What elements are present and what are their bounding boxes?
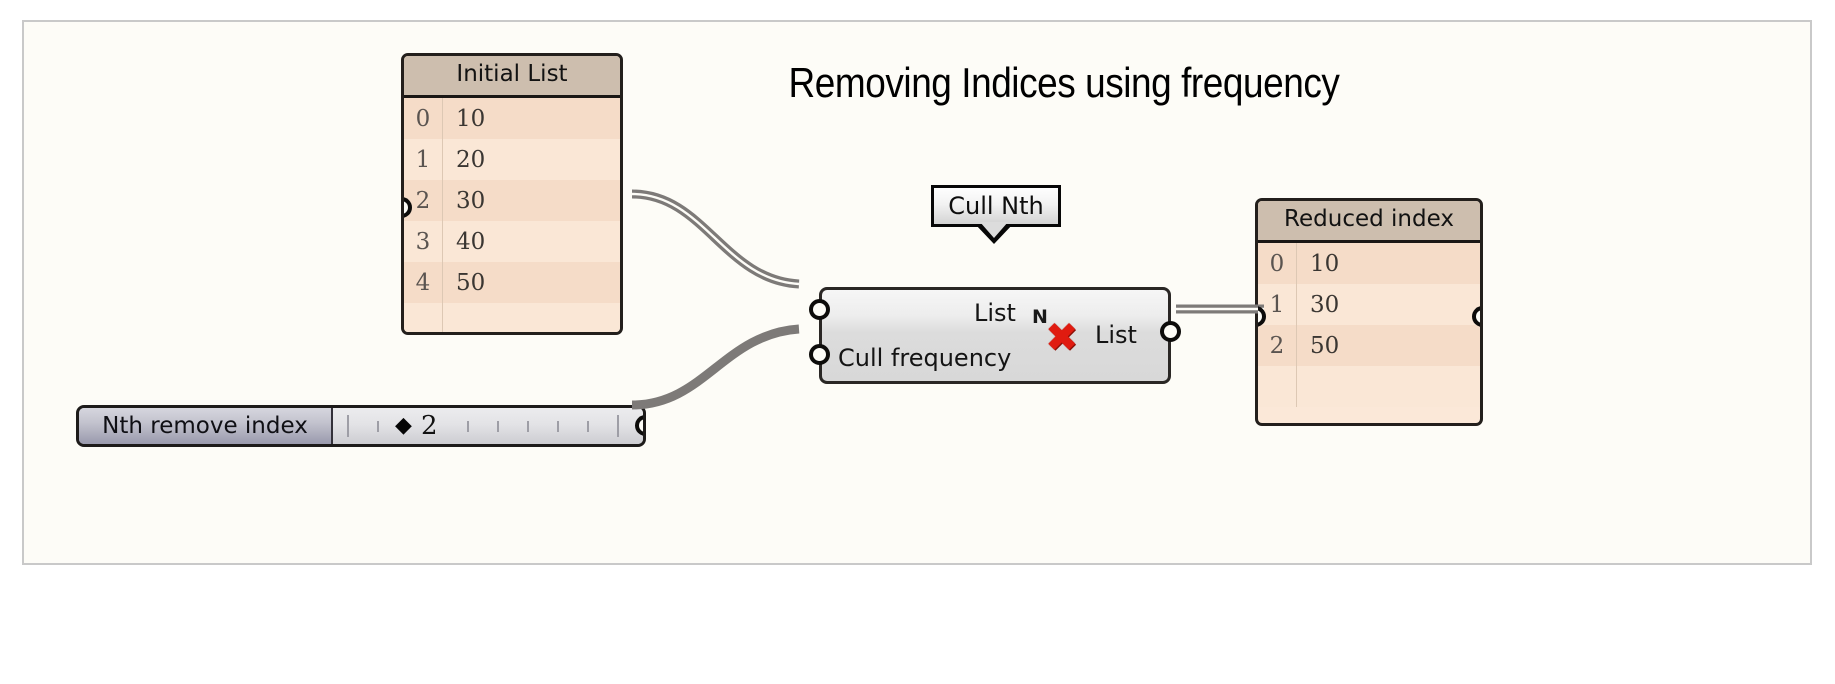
port-reduced-index-output[interactable]	[1472, 306, 1480, 327]
slider-tick	[617, 415, 619, 437]
port-cull-output-list[interactable]	[1160, 321, 1181, 342]
row-value: 40	[456, 228, 486, 255]
list-item: 0 10	[1258, 243, 1480, 284]
row-index: 2	[1269, 332, 1285, 359]
panel-reduced-index-body: 0 10 1 30 2 50	[1258, 243, 1480, 407]
number-slider[interactable]: Nth remove index ◆ 2	[76, 405, 646, 447]
number-slider-track[interactable]: ◆ 2	[333, 408, 643, 444]
row-value: 50	[456, 269, 486, 296]
port-slider-output[interactable]	[635, 415, 643, 436]
cull-nth-icon-superscript: N	[1032, 306, 1048, 328]
slider-tick	[377, 421, 379, 432]
component-name-tag[interactable]: Cull Nth	[931, 185, 1061, 244]
row-index: 3	[415, 228, 431, 255]
component-cull-nth[interactable]: List Cull frequency List N ✖	[809, 287, 1181, 384]
list-item: 2 30	[404, 180, 620, 221]
slider-tick	[557, 421, 559, 432]
slider-tick	[497, 421, 499, 432]
slider-tick	[587, 421, 589, 432]
output-port-label-list: List	[1095, 321, 1137, 349]
list-item: 3 40	[404, 221, 620, 262]
column-divider	[442, 98, 443, 332]
number-slider-label: Nth remove index	[79, 408, 333, 444]
page-title: Removing Indices using frequency	[788, 59, 1340, 106]
list-item: 0 10	[404, 98, 620, 139]
panel-filler	[1258, 366, 1480, 407]
panel-initial-list-title: Initial List	[404, 56, 620, 98]
cull-nth-icon-cross: ✖	[1045, 315, 1079, 361]
panel-initial-list-body: 0 10 1 20 2 30 3 40 4 50	[404, 98, 620, 332]
row-index: 1	[415, 146, 431, 173]
row-value: 10	[1310, 250, 1340, 277]
list-item: 4 50	[404, 262, 620, 303]
component-name-tag-label: Cull Nth	[948, 192, 1044, 220]
slider-tick	[527, 421, 529, 432]
port-cull-input-frequency[interactable]	[809, 344, 830, 365]
list-item: 2 50	[1258, 325, 1480, 366]
cull-nth-icon: N ✖	[1029, 300, 1085, 360]
panel-initial-list[interactable]: Initial List 0 10 1 20 2 30 3 40	[401, 53, 623, 335]
list-item: 1 20	[404, 139, 620, 180]
row-index: 0	[415, 105, 431, 132]
row-value: 10	[456, 105, 486, 132]
slider-tick	[467, 421, 469, 432]
input-port-label-list: List	[974, 299, 1016, 327]
node-editor-canvas[interactable]: Removing Indices using frequency Initial…	[22, 20, 1812, 565]
row-index: 1	[1269, 291, 1285, 318]
row-value: 50	[1310, 332, 1340, 359]
row-value: 20	[456, 146, 486, 173]
list-item: 1 30	[1258, 284, 1480, 325]
port-cull-input-list[interactable]	[809, 299, 830, 320]
number-slider-handle[interactable]: ◆	[395, 413, 412, 438]
panel-filler	[404, 303, 620, 332]
number-slider-value: 2	[421, 411, 438, 441]
row-index: 2	[415, 187, 431, 214]
row-index: 4	[415, 269, 431, 296]
row-index: 0	[1269, 250, 1285, 277]
row-value: 30	[1310, 291, 1340, 318]
input-port-label-cull-frequency: Cull frequency	[838, 344, 1012, 372]
slider-tick	[347, 415, 349, 437]
tag-pointer-icon	[975, 222, 1013, 244]
column-divider	[1296, 243, 1297, 407]
panel-reduced-index-title: Reduced index	[1258, 201, 1480, 243]
row-value: 30	[456, 187, 486, 214]
panel-reduced-index[interactable]: Reduced index 0 10 1 30 2 50	[1255, 198, 1483, 426]
